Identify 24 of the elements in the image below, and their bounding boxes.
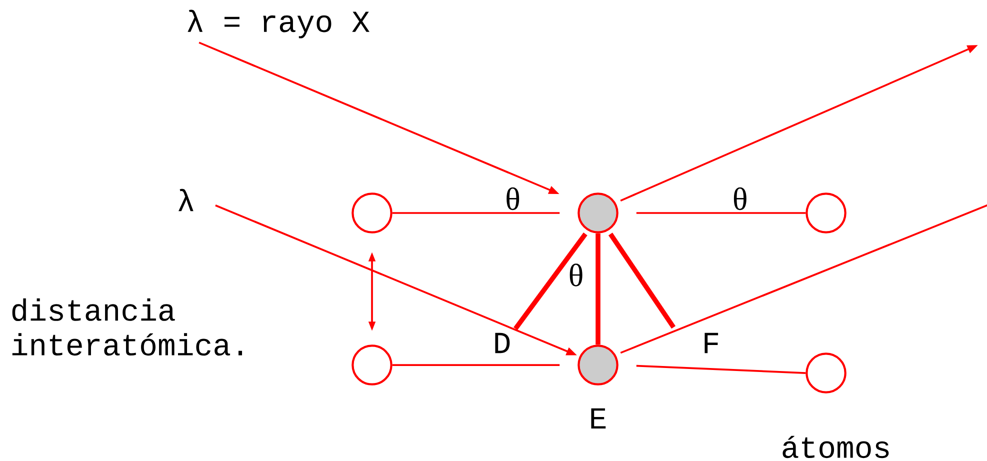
- atom-circle: [352, 192, 392, 234]
- line: [392, 212, 560, 214]
- line: [636, 364, 806, 374]
- line: [620, 204, 987, 354]
- text-label: átomos: [782, 436, 889, 458]
- thick-line: [514, 232, 588, 330]
- angle-label: θ: [570, 264, 582, 286]
- atom-circle: [578, 192, 618, 234]
- text-label: λ: [178, 188, 194, 212]
- node-caption: E: [591, 408, 606, 429]
- atom-circle: [806, 192, 846, 234]
- thick-line: [608, 232, 676, 329]
- atom-circle: [806, 352, 846, 394]
- edge-label: θ: [506, 187, 520, 210]
- text-label: D: [495, 332, 510, 354]
- text-label: λ = rayo X: [188, 10, 370, 38]
- text-label: F: [704, 332, 718, 354]
- line: [636, 212, 806, 214]
- atom-circle: [578, 344, 618, 386]
- atom-circle: [352, 344, 392, 386]
- text-label: distancia interatómica.: [12, 298, 242, 356]
- edge-label: θ: [734, 187, 746, 210]
- thick-line: [596, 233, 600, 345]
- line: [392, 364, 560, 366]
